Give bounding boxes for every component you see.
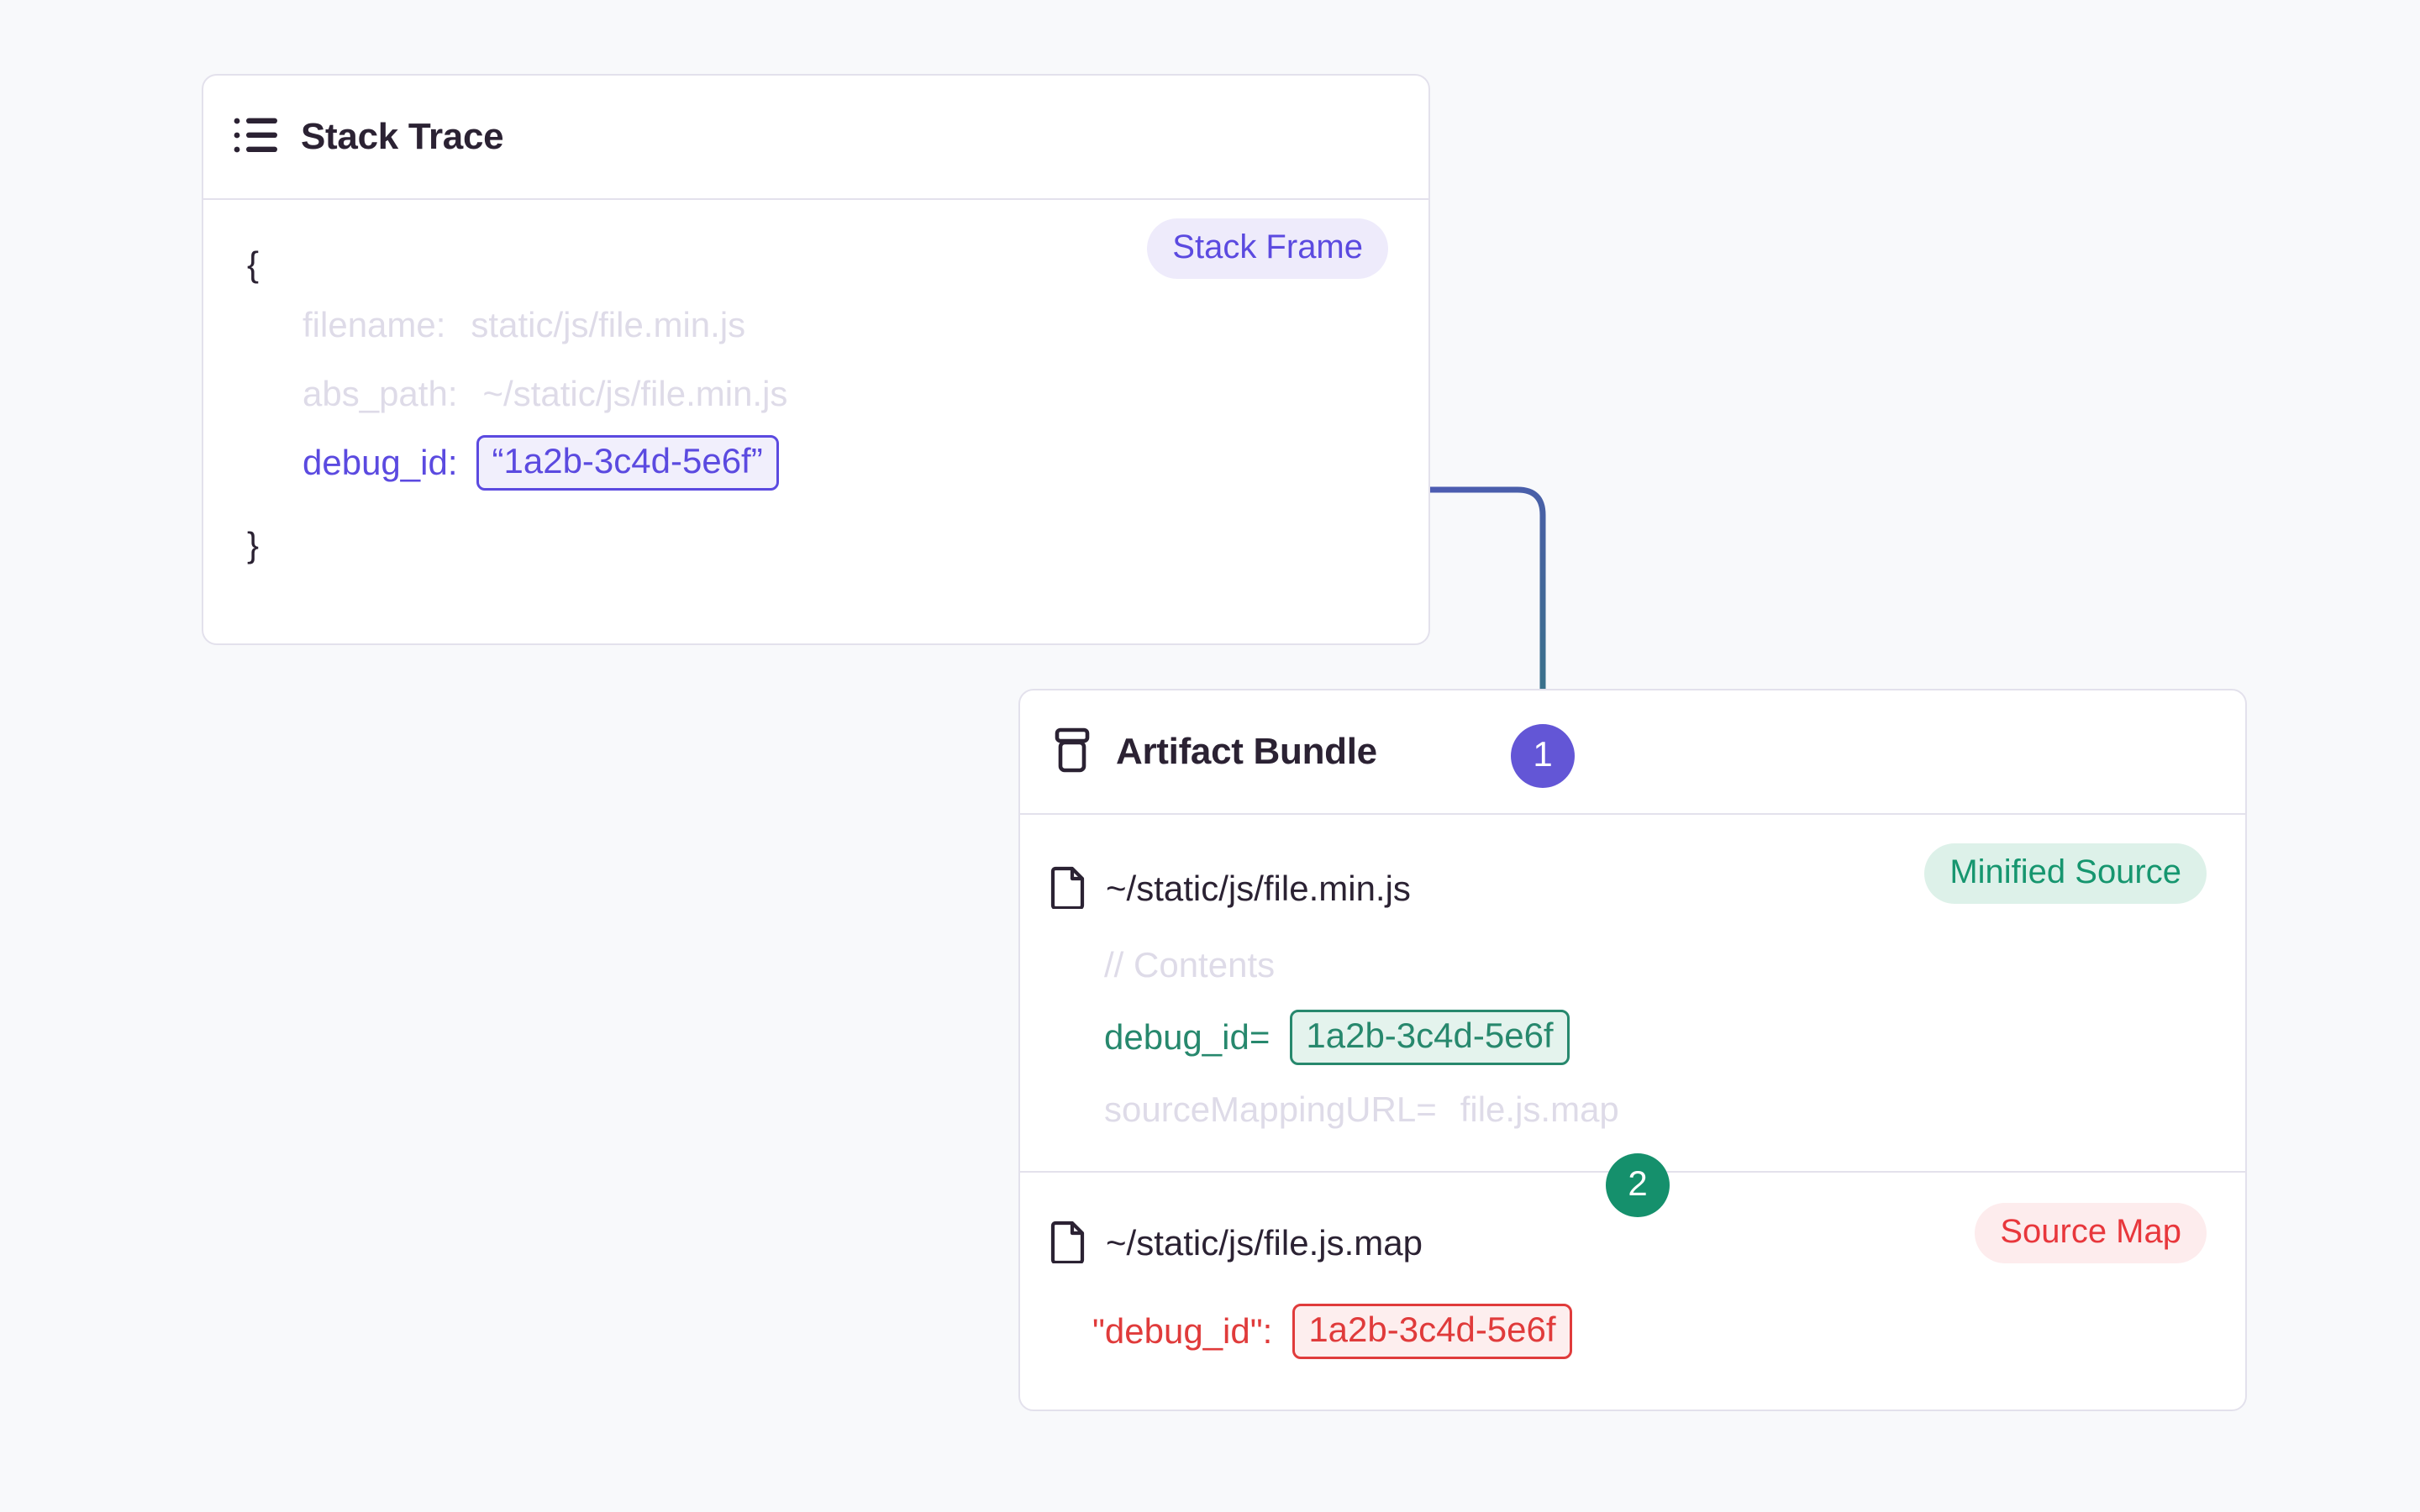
- open-brace: {: [247, 244, 260, 284]
- minified-debug-id-row: debug_id= 1a2b-3c4d-5e6f: [1020, 1001, 2245, 1074]
- stack-trace-body: Stack Frame { filename: static/js/file.m…: [203, 200, 1428, 571]
- filename-value: static/js/file.min.js: [471, 305, 746, 344]
- package-icon: [1050, 727, 1094, 777]
- minified-contents-comment-row: // Contents: [1020, 929, 2245, 1001]
- stack-trace-card: Stack Trace Stack Frame { filename: stat…: [202, 74, 1430, 645]
- minified-debug-id-key: debug_id=: [1104, 1017, 1270, 1057]
- stackframe-debug-id-value[interactable]: “1a2b-3c4d-5e6f”: [476, 435, 779, 491]
- minified-debug-id-value[interactable]: 1a2b-3c4d-5e6f: [1290, 1010, 1570, 1065]
- artifact-bundle-header: Artifact Bundle: [1020, 690, 2245, 815]
- abs-path-key: abs_path:: [302, 374, 458, 413]
- source-mapping-url-row: sourceMappingURL= file.js.map: [1020, 1074, 2245, 1146]
- minified-source-section: Minified Source ~/static/js/file.min.js …: [1020, 815, 2245, 1171]
- source-map-badge: Source Map: [1975, 1203, 2207, 1263]
- stack-trace-title: Stack Trace: [301, 116, 504, 157]
- abs-path-value: ~/static/js/file.min.js: [482, 374, 788, 413]
- debug-id-row: debug_id: “1a2b-3c4d-5e6f”: [203, 428, 1428, 497]
- source-map-section: Source Map ~/static/js/file.js.map "debu…: [1020, 1173, 2245, 1401]
- source-map-file-row[interactable]: ~/static/js/file.js.map: [1020, 1203, 2245, 1284]
- step-badge-2: 2: [1606, 1153, 1670, 1217]
- source-mapping-url-key: sourceMappingURL=: [1104, 1089, 1437, 1129]
- close-brace: }: [247, 525, 260, 564]
- file-icon: [1050, 1220, 1086, 1268]
- minified-source-file-name: ~/static/js/file.min.js: [1106, 869, 1411, 908]
- list-icon: [234, 114, 279, 160]
- abs-path-row: abs_path: ~/static/js/file.min.js: [203, 360, 1428, 428]
- artifact-bundle-title: Artifact Bundle: [1116, 731, 1377, 772]
- source-map-debug-id-key: "debug_id":: [1092, 1311, 1273, 1351]
- source-map-file-name: ~/static/js/file.js.map: [1106, 1223, 1423, 1263]
- artifact-bundle-body: Minified Source ~/static/js/file.min.js …: [1020, 815, 2245, 1401]
- stack-trace-header: Stack Trace: [203, 76, 1428, 200]
- minified-contents-comment: // Contents: [1104, 945, 1276, 984]
- source-mapping-url-value: file.js.map: [1460, 1089, 1619, 1129]
- filename-row: filename: static/js/file.min.js: [203, 291, 1428, 360]
- source-map-debug-id-row: "debug_id": 1a2b-3c4d-5e6f: [1020, 1295, 2245, 1368]
- artifact-bundle-card: Artifact Bundle Minified Source ~/static…: [1018, 689, 2247, 1411]
- filename-key: filename:: [302, 305, 446, 344]
- source-map-debug-id-value[interactable]: 1a2b-3c4d-5e6f: [1292, 1304, 1572, 1359]
- minified-source-badge: Minified Source: [1924, 843, 2207, 904]
- file-icon: [1050, 865, 1086, 913]
- stack-frame-badge: Stack Frame: [1147, 218, 1388, 279]
- debug-id-key: debug_id:: [302, 443, 458, 482]
- step-badge-1: 1: [1511, 724, 1575, 788]
